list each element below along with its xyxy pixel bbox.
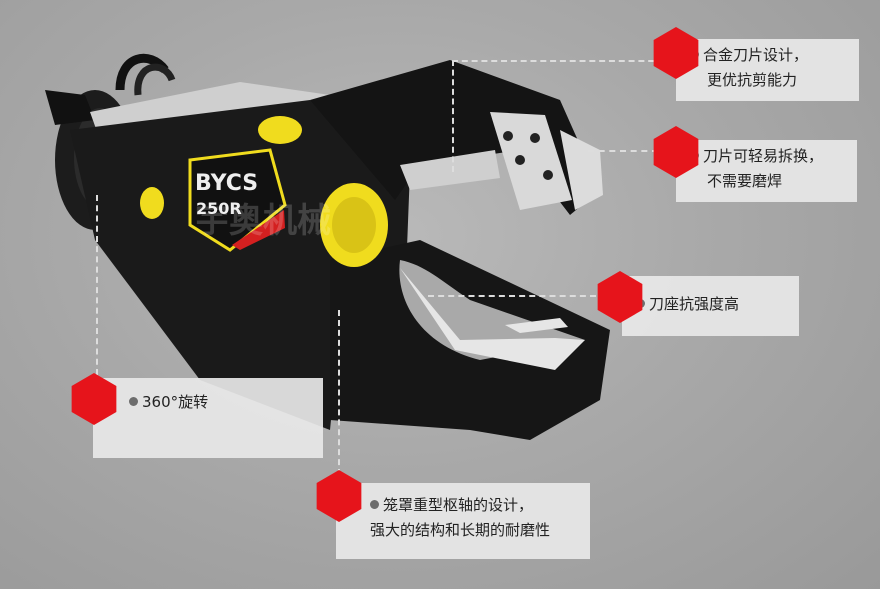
- badge-number-text: 250R: [196, 199, 242, 218]
- callout-text: 合金刀片设计，: [703, 46, 809, 64]
- watermark-text: 宇奥机械: [195, 201, 331, 241]
- callout-blade-design: 合金刀片设计， 更优抗剪能力: [676, 39, 859, 101]
- leader-line-blade-replace: [588, 150, 658, 152]
- leader-line-seat-strength: [428, 295, 596, 297]
- callout-text: 不需要磨焊: [707, 172, 783, 190]
- bullet-dot: [370, 500, 379, 509]
- callout-text: 刀座抗强度高: [649, 295, 740, 313]
- leader-line-blade-design: [452, 60, 664, 172]
- badge-model-text: BYCS: [195, 171, 258, 196]
- bullet-dot: [129, 397, 138, 406]
- leader-line-pivot: [338, 310, 340, 475]
- callout-seat-strength: 刀座抗强度高: [622, 276, 799, 336]
- callout-rotation: 360°旋转: [93, 378, 323, 458]
- callout-text: 强大的结构和长期的耐磨性: [370, 521, 551, 539]
- callout-text: 笼罩重型枢轴的设计，: [383, 496, 534, 514]
- callout-text: 刀片可轻易拆换，: [703, 147, 824, 165]
- callout-text: 360°旋转: [142, 393, 209, 411]
- callout-pivot: 笼罩重型枢轴的设计， 强大的结构和长期的耐磨性: [336, 483, 590, 559]
- callout-text: 更优抗剪能力: [707, 71, 798, 89]
- callout-blade-replace: 刀片可轻易拆换， 不需要磨焊: [676, 140, 857, 202]
- leader-line-rotation: [96, 195, 98, 375]
